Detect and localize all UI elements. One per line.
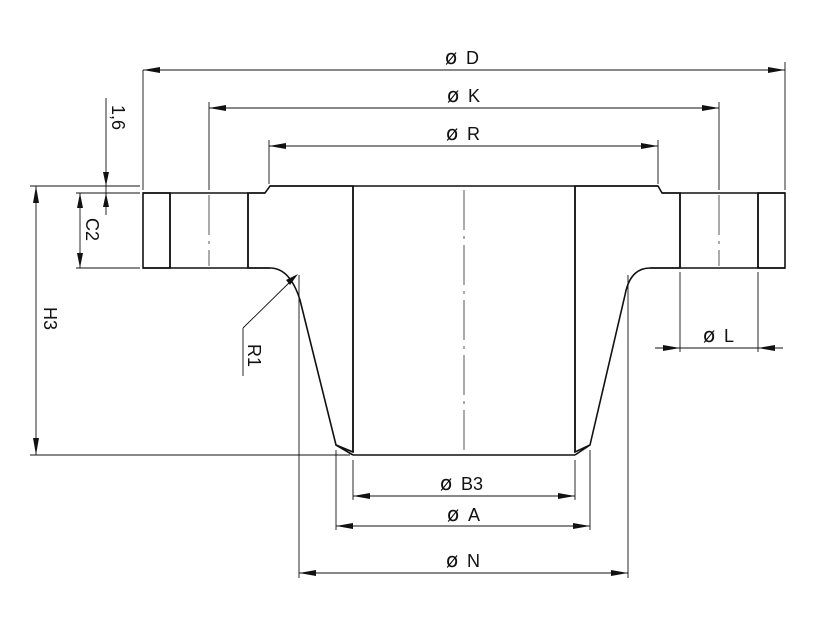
left-body-section bbox=[247, 185, 354, 454]
label-N: N bbox=[467, 551, 480, 571]
label-K: K bbox=[468, 86, 480, 106]
outline-lines bbox=[143, 185, 785, 456]
diameter-symbol-R: ø bbox=[446, 121, 458, 145]
diameter-symbol-K: ø bbox=[447, 83, 459, 107]
diameter-symbol-B3: ø bbox=[440, 471, 452, 495]
left-rim-section bbox=[142, 192, 171, 269]
label-B3: B3 bbox=[461, 474, 483, 494]
dimension-labels: ø D ø K ø R ø B3 ø A ø N ø L H3 C2 1,6 R… bbox=[40, 45, 734, 572]
label-R: R bbox=[467, 124, 480, 144]
label-L: L bbox=[724, 326, 734, 346]
label-R1: R1 bbox=[244, 344, 264, 367]
diameter-symbol-A: ø bbox=[447, 502, 459, 526]
diameter-symbol-N: ø bbox=[446, 548, 458, 572]
label-H3: H3 bbox=[40, 307, 60, 330]
diameter-symbol-D: ø bbox=[445, 45, 457, 69]
dimension-lines bbox=[33, 67, 785, 576]
label-A: A bbox=[468, 505, 480, 525]
right-body-section bbox=[574, 185, 681, 454]
label-D: D bbox=[466, 48, 479, 68]
diameter-symbol-L: ø bbox=[703, 323, 715, 347]
label-C2: C2 bbox=[82, 218, 102, 241]
extension-lines bbox=[30, 62, 786, 578]
center-lines bbox=[208, 190, 720, 450]
label-raised-face: 1,6 bbox=[108, 105, 128, 130]
right-rim-section bbox=[757, 192, 786, 269]
